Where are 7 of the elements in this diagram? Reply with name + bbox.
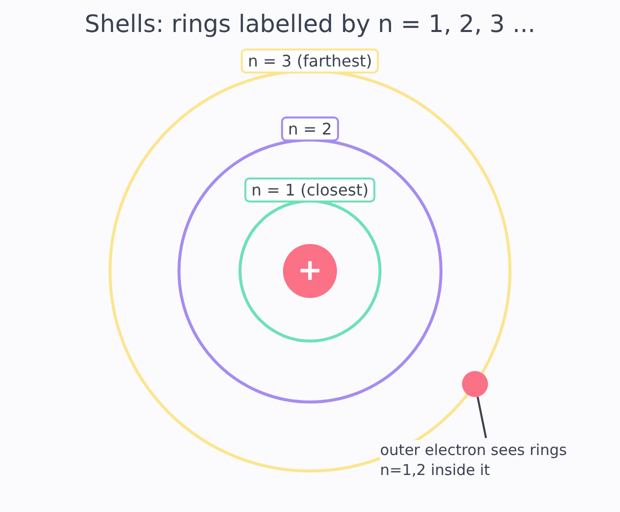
nucleus: +: [283, 244, 337, 298]
leader-line: [476, 396, 487, 438]
shell-label: n = 2: [281, 116, 339, 142]
shell-label: n = 1 (closest): [244, 178, 376, 202]
shell-label: n = 3 (farthest): [240, 48, 380, 74]
electron: [462, 371, 488, 397]
title: Shells: rings labelled by n = 1, 2, 3 ...: [84, 10, 536, 38]
